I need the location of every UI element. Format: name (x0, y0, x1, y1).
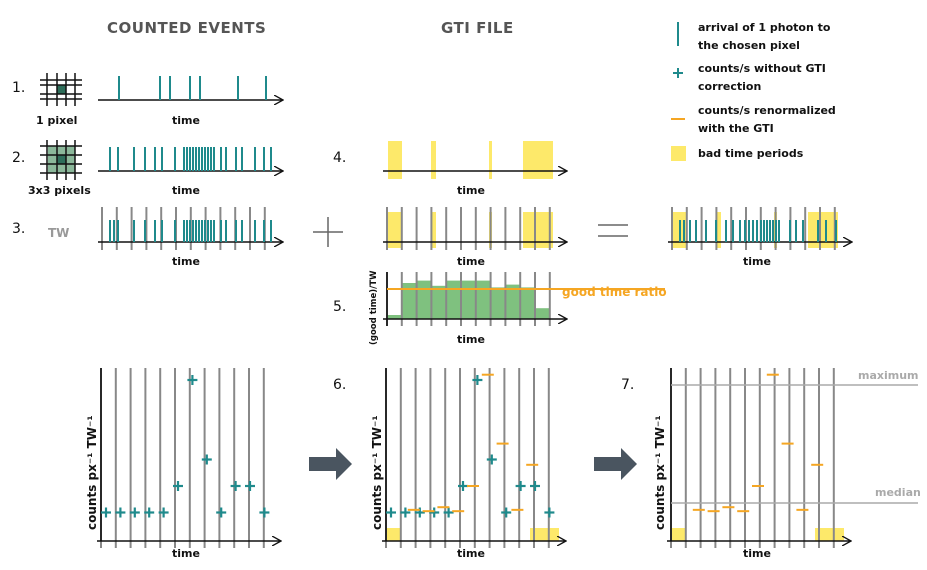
legend-line: arrival of 1 photon to (698, 21, 831, 34)
nine-pixel-grid-icon (40, 140, 82, 180)
one-pixel-label: 1 pixel (36, 114, 77, 127)
good-time-bar (475, 280, 491, 319)
step-number: 1. (12, 80, 25, 96)
time-axis-label: time (172, 184, 200, 197)
time-axis-label: time (457, 255, 485, 268)
legend-line: with the GTI (698, 122, 774, 135)
diagram-marks (97, 76, 918, 548)
median-label: median (875, 486, 921, 499)
time-axis-label: time (457, 547, 485, 560)
counts-ylabel: counts px⁻¹ TW⁻¹ (370, 415, 384, 530)
plus-sign-icon (313, 217, 343, 247)
step-number: 7. (621, 377, 634, 393)
legend-line: correction (698, 80, 761, 93)
step-number: 2. (12, 150, 25, 166)
step-number: 3. (12, 221, 25, 237)
bad-time-period (387, 528, 401, 541)
good-time-bar (446, 280, 461, 319)
counts-ylabel: counts px⁻¹ TW⁻¹ (653, 415, 667, 530)
time-axis-label: time (457, 333, 485, 346)
bad-time-period (431, 212, 436, 248)
tw-label: TW (48, 226, 69, 240)
legend-line: the chosen pixel (698, 39, 800, 52)
header-counted-events: COUNTED EVENTS (107, 19, 266, 37)
step-number: 6. (333, 377, 346, 393)
legend-line: counts/s without GTI (698, 62, 826, 75)
bad-time-period (388, 141, 402, 179)
good-time-bar (535, 308, 550, 319)
bad-time-period (815, 528, 844, 541)
good-time-bar (387, 315, 402, 319)
right-arrow-icon (594, 448, 637, 480)
header-gti-file: GTI FILE (441, 19, 514, 37)
good-time-bar (431, 285, 447, 319)
bad-time-period (523, 141, 553, 179)
time-axis-label: time (457, 184, 485, 197)
time-axis-label: time (172, 255, 200, 268)
legend-line: bad time periods (698, 147, 804, 160)
bad-time-period (431, 141, 436, 179)
bad-time-period (388, 212, 402, 248)
equals-sign-icon (598, 224, 628, 237)
time-axis-label: time (743, 547, 771, 560)
plus-icon (673, 68, 683, 78)
time-axis-label: time (743, 255, 771, 268)
bad-time-period (672, 528, 686, 541)
step-number: 5. (333, 299, 346, 315)
time-axis-label: time (172, 547, 200, 560)
step-number: 4. (333, 150, 346, 166)
good-time-bar (461, 280, 476, 319)
good-time-bar (490, 287, 506, 319)
good-time-bar (416, 280, 432, 319)
gti-ylabel: (good time)/TW (369, 270, 379, 345)
three-by-three-label: 3x3 pixels (28, 184, 91, 197)
time-axis-label: time (172, 114, 200, 127)
legend-line: counts/s renormalized (698, 104, 836, 117)
good-time-bar (505, 284, 521, 319)
bad-time-box-icon (671, 146, 686, 161)
bad-time-period (530, 528, 559, 541)
good-time-ratio-label: good time ratio (562, 285, 667, 299)
bad-time-period (489, 141, 492, 179)
right-arrow-icon (309, 448, 352, 480)
bad-time-period (716, 212, 721, 248)
maximum-label: maximum (858, 369, 919, 382)
single-pixel-grid-icon (40, 73, 82, 106)
legend: arrival of 1 photon to the chosen pixel … (671, 21, 836, 161)
good-time-bar (401, 283, 417, 319)
good-time-bar (520, 287, 535, 319)
counts-ylabel: counts px⁻¹ TW⁻¹ (85, 415, 99, 530)
